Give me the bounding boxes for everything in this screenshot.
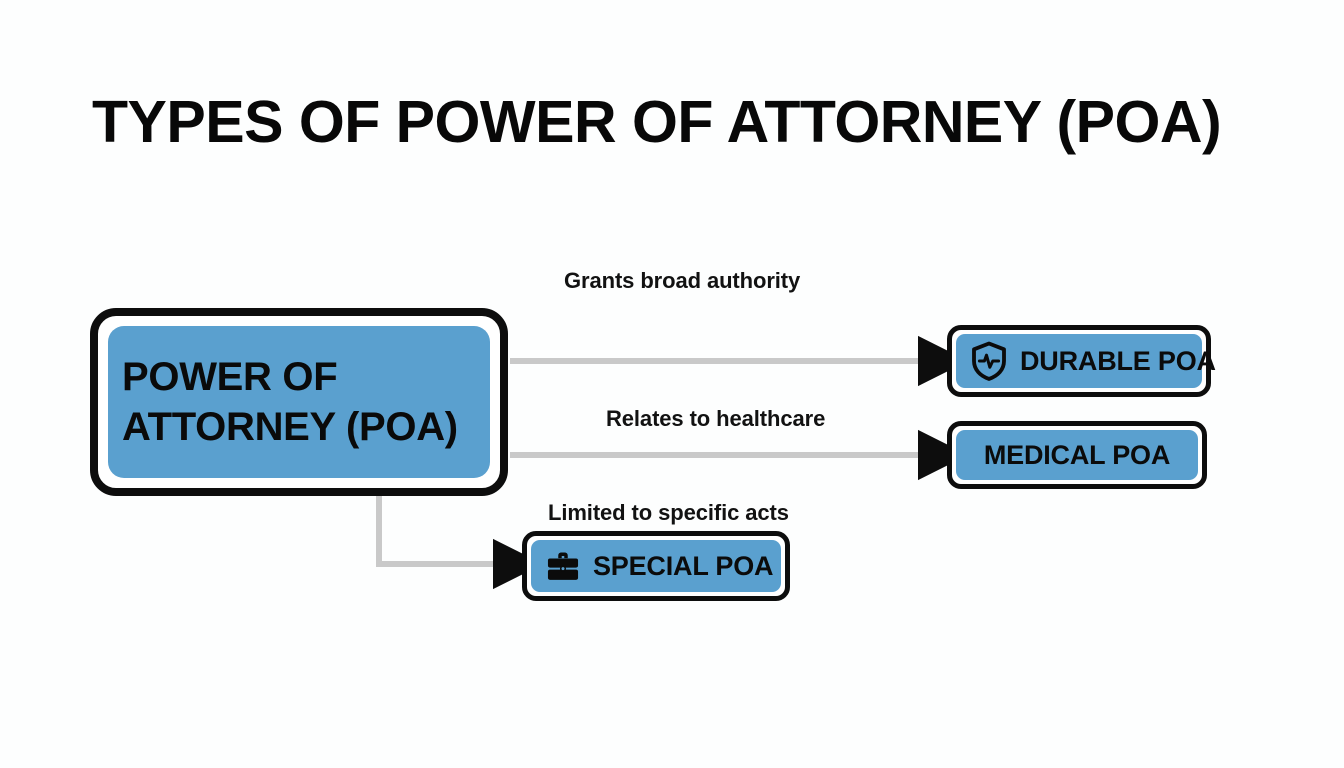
node-power-of-attorney[interactable]: POWER OF ATTORNEY (POA): [90, 308, 508, 496]
page-title: TYPES OF POWER OF ATTORNEY (POA): [92, 89, 1222, 155]
node-special-poa[interactable]: SPECIAL POA: [522, 531, 790, 601]
node-medical-poa-body: MEDICAL POA: [956, 430, 1198, 480]
edge-label-grants-broad-authority: Grants broad authority: [564, 268, 801, 293]
node-special-poa-label: SPECIAL POA: [593, 550, 774, 581]
node-power-of-attorney-label: POWER OF ATTORNEY (POA): [122, 355, 458, 449]
briefcase-icon: [544, 547, 582, 585]
edge-label-relates-to-healthcare: Relates to healthcare: [606, 406, 826, 431]
node-durable-poa-label: DURABLE POA: [1020, 345, 1216, 376]
edge-line-special: [376, 496, 544, 590]
shield-heartbeat-icon: [969, 341, 1009, 381]
edge-label-limited-to-specific-acts: Limited to specific acts: [548, 500, 789, 525]
node-medical-poa-label: MEDICAL POA: [983, 439, 1171, 470]
node-medical-poa[interactable]: MEDICAL POA: [947, 421, 1207, 489]
edge-root-to-special-poa: [376, 496, 544, 590]
node-durable-poa-body: DURABLE POA: [956, 334, 1216, 388]
node-special-poa-body: SPECIAL POA: [531, 540, 781, 592]
node-power-of-attorney-body: POWER OF ATTORNEY (POA): [108, 326, 490, 478]
node-durable-poa[interactable]: DURABLE POA: [947, 325, 1216, 397]
